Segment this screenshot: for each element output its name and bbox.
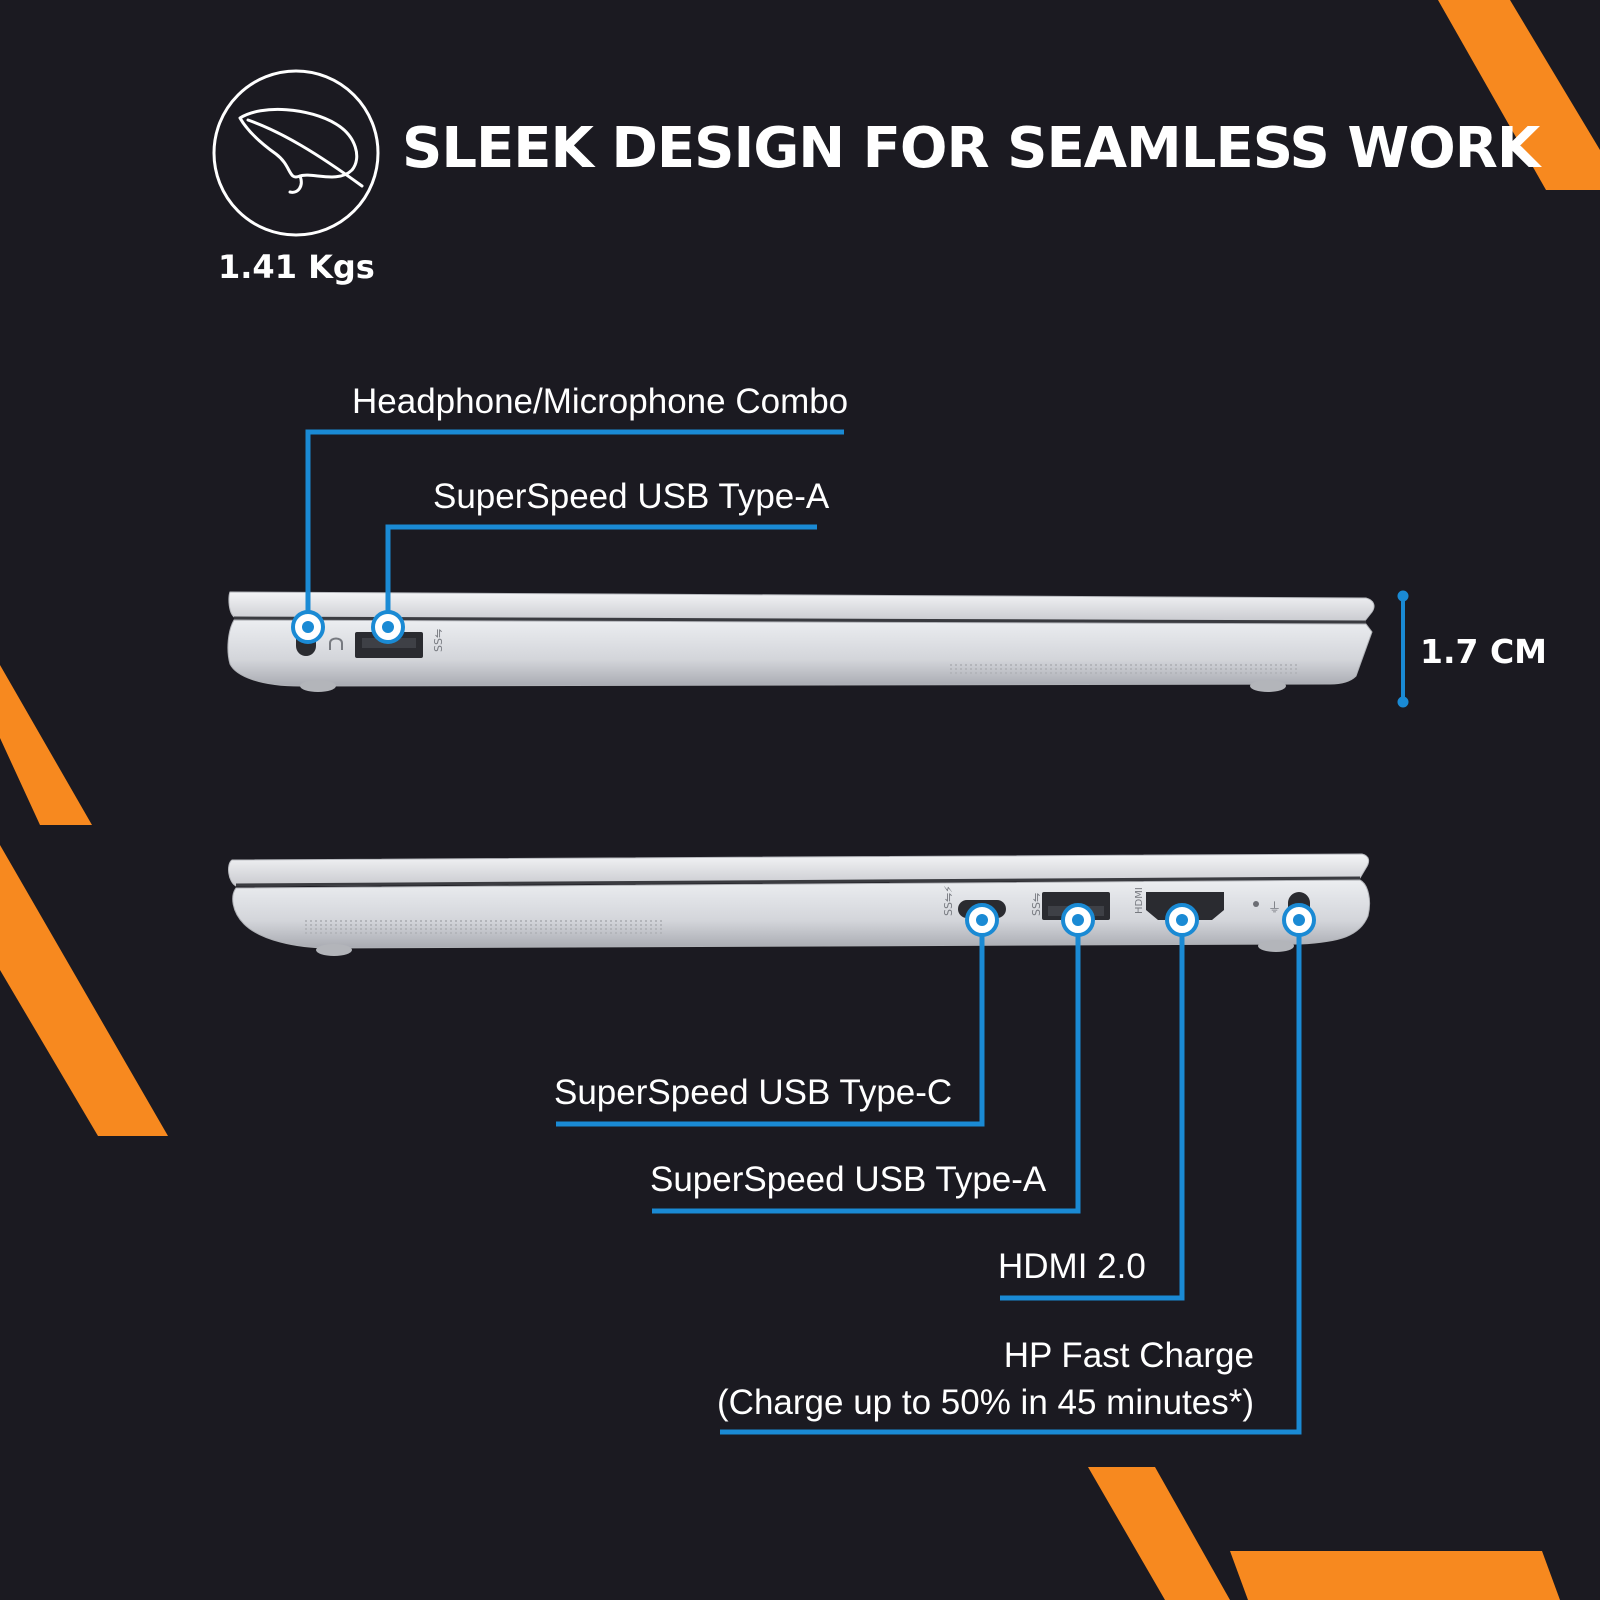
marker-fast-charge — [1282, 903, 1316, 937]
power-icon: ⏚ — [1268, 901, 1281, 916]
feather-icon — [212, 69, 380, 237]
label-usb-c: SuperSpeed USB Type-C — [554, 1073, 953, 1112]
callout-headphone — [305, 429, 844, 627]
label-usb-a-right: SuperSpeed USB Type-A — [650, 1160, 1047, 1199]
headphone-icon — [329, 637, 343, 650]
marker-usba-left — [371, 610, 405, 644]
usb-icon: SS⇋ — [432, 629, 445, 652]
callout-markers — [291, 610, 1316, 937]
callout-usba-right — [652, 920, 1081, 1214]
laptop-left-side-view: SS⇋ — [227, 591, 1375, 692]
svg-text:SS⇋: SS⇋ — [1030, 893, 1043, 916]
callout-lines — [305, 429, 1302, 1435]
callout-hdmi — [1000, 920, 1185, 1301]
orange-stripe-left-upper — [0, 665, 92, 825]
marker-hdmi — [1165, 903, 1199, 937]
page-title: SLEEK DESIGN FOR SEAMLESS WORK — [402, 116, 1540, 181]
marker-usbc — [965, 903, 999, 937]
orange-stripe-left-lower — [0, 845, 168, 1136]
orange-stripe-top-right — [1438, 0, 1600, 190]
hdmi-icon: HDMI — [1134, 887, 1145, 914]
label-fast-charge: HP Fast Charge — [1003, 1336, 1254, 1375]
orange-stripe-bottom-2 — [1230, 1551, 1560, 1600]
callout-fast-charge — [720, 920, 1302, 1435]
label-fast-charge-note: (Charge up to 50% in 45 minutes*) — [717, 1383, 1254, 1422]
label-hdmi: HDMI 2.0 — [998, 1247, 1146, 1286]
label-headphone-mic-combo: Headphone/Microphone Combo — [352, 382, 849, 421]
marker-usba-right — [1061, 903, 1095, 937]
callout-usbc — [556, 920, 985, 1127]
weight-label: 1.41 Kgs — [218, 248, 375, 286]
marker-headphone — [291, 610, 325, 644]
label-usb-a-left: SuperSpeed USB Type-A — [433, 477, 830, 516]
thickness-indicator — [1397, 590, 1409, 708]
laptop-right-side-view: SS⇋⚡ SS⇋ HDMI ⏚ — [228, 853, 1371, 956]
callout-usba-left — [385, 524, 817, 627]
orange-stripe-bottom-1 — [1088, 1467, 1230, 1600]
thickness-label: 1.7 CM — [1420, 632, 1548, 671]
usb-c-icon: SS⇋⚡ — [942, 885, 955, 916]
